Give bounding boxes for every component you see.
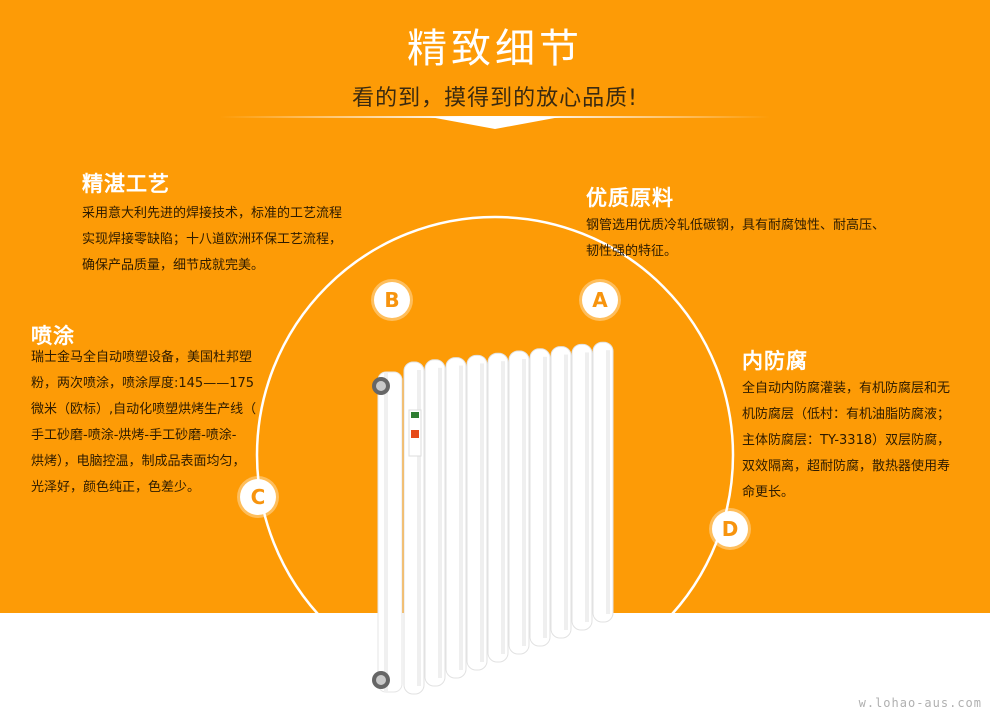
decorative-ring bbox=[255, 215, 735, 695]
desc-line: 确保产品质量，细节成就完美。 bbox=[82, 258, 265, 273]
badge-d: D bbox=[712, 511, 748, 547]
radiator-tube-shade bbox=[480, 363, 484, 662]
radiator-tube-shade bbox=[564, 354, 568, 630]
radiator-tube-shade bbox=[522, 359, 526, 646]
desc-line: 瑞士金马全自动喷塑设备，美国杜邦塑 bbox=[31, 350, 253, 365]
desc-line: 粉，两次喷涂，喷涂厚度:145——175 bbox=[31, 376, 255, 391]
feature-desc-spray: 瑞士金马全自动喷塑设备，美国杜邦塑 粉，两次喷涂，喷涂厚度:145——175 微… bbox=[31, 345, 301, 501]
feature-desc-material: 钢管选用优质冷轧低碳钢，具有耐腐蚀性、耐高压、 韧性强的特征。 bbox=[586, 213, 966, 265]
radiator-tube-shade bbox=[606, 350, 610, 614]
page-subtitle: 看的到，摸得到的放心品质! bbox=[352, 86, 638, 111]
radiator-tube-shade bbox=[585, 352, 589, 622]
desc-line: 手工砂磨-喷涂-烘烤-手工砂磨-喷涂- bbox=[31, 428, 237, 443]
radiator-tube-shade bbox=[459, 365, 463, 670]
radiator-tube-shade bbox=[543, 356, 547, 638]
desc-line: 钢管选用优质冷轧低碳钢，具有耐腐蚀性、耐高压、 bbox=[586, 218, 886, 233]
desc-line: 采用意大利先进的焊接技术，标准的工艺流程 bbox=[82, 206, 343, 221]
badge-a: A bbox=[582, 282, 618, 318]
feature-desc-craft: 采用意大利先进的焊接技术，标准的工艺流程 实现焊接零缺陷；十八道欧洲环保工艺流程… bbox=[82, 201, 402, 279]
badge-c: C bbox=[240, 479, 276, 515]
desc-line: 韧性强的特征。 bbox=[586, 244, 678, 259]
desc-line: 双效隔离，超耐防腐，散热器使用寿 bbox=[742, 459, 951, 474]
radiator-tube-shade bbox=[501, 361, 505, 654]
badge-b: B bbox=[374, 282, 410, 318]
title-banner bbox=[350, 0, 640, 120]
desc-line: 微米（欧标）,自动化喷塑烘烤生产线（ bbox=[31, 402, 257, 417]
chevron-down-icon bbox=[430, 117, 560, 129]
radiator-icon bbox=[372, 341, 614, 695]
feature-title-material: 优质原料 bbox=[586, 186, 674, 210]
desc-line: 光泽好，颜色纯正，色差少。 bbox=[31, 480, 201, 495]
feature-title-spray: 喷涂 bbox=[31, 324, 75, 348]
watermark: w.lohao-aus.com bbox=[858, 696, 982, 710]
desc-line: 机防腐层（低村：有机油脂防腐液； bbox=[742, 407, 951, 422]
page-title: 精致细节 bbox=[407, 26, 583, 72]
radiator-tube-shade bbox=[417, 370, 421, 686]
radiator-tube-shade bbox=[438, 367, 442, 678]
desc-line: 全自动内防腐灌装，有机防腐层和无 bbox=[742, 381, 951, 396]
feature-title-anticorrosion: 内防腐 bbox=[742, 349, 808, 373]
feature-desc-anticorrosion: 全自动内防腐灌装，有机防腐层和无 机防腐层（低村：有机油脂防腐液； 主体防腐层：… bbox=[742, 376, 982, 506]
feature-title-craft: 精湛工艺 bbox=[82, 172, 170, 196]
desc-line: 命更长。 bbox=[742, 485, 795, 500]
desc-line: 实现焊接零缺陷；十八道欧洲环保工艺流程， bbox=[82, 232, 343, 247]
desc-line: 烘烤），电脑控温，制成品表面均匀， bbox=[31, 454, 246, 469]
desc-line: 主体防腐层：TY-3318）双层防腐， bbox=[742, 433, 951, 448]
